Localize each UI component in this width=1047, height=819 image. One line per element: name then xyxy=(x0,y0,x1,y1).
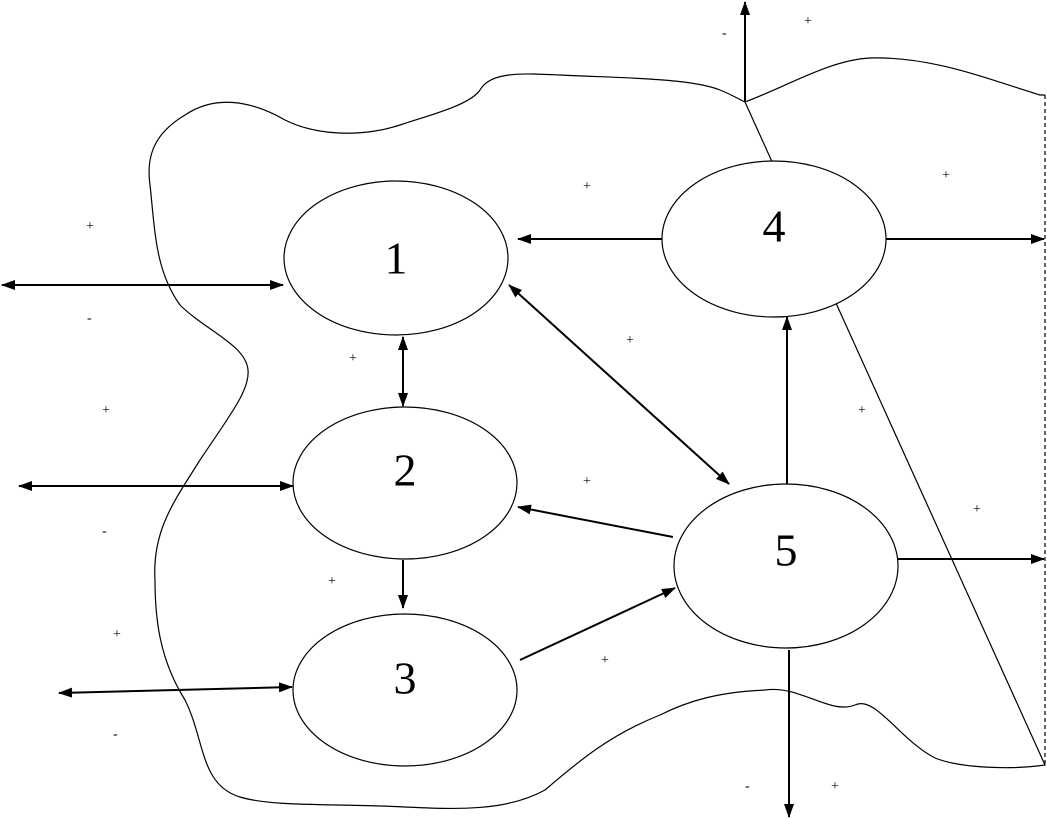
plus-sign: + xyxy=(113,627,121,642)
minus-sign: - xyxy=(87,311,92,326)
system-boundary xyxy=(148,57,1046,810)
plus-sign: + xyxy=(102,403,110,418)
node-4: 4 xyxy=(661,160,887,318)
edge-1-to-5 xyxy=(508,284,730,485)
plus-sign: + xyxy=(328,574,336,589)
node-2-label: 2 xyxy=(394,445,417,496)
plus-sign: + xyxy=(942,168,950,183)
plus-sign: + xyxy=(601,653,609,668)
plus-sign: + xyxy=(626,333,634,348)
edge-outside-left-to-3 xyxy=(58,682,293,698)
node-4-label: 4 xyxy=(763,201,786,252)
minus-sign: - xyxy=(722,26,727,41)
node-5-label: 5 xyxy=(775,525,798,576)
plus-sign: + xyxy=(831,779,839,794)
minus-sign: - xyxy=(102,524,107,539)
minus-sign: - xyxy=(745,779,750,794)
edge-3-to-5 xyxy=(519,587,676,661)
node-3: 3 xyxy=(292,613,518,767)
plus-sign: + xyxy=(349,351,357,366)
node-3-label: 3 xyxy=(394,653,417,704)
edge-5-to-2 xyxy=(517,504,674,538)
plus-sign: + xyxy=(583,474,591,489)
plus-sign: + xyxy=(583,179,591,194)
plus-sign: + xyxy=(973,502,981,517)
node-1-label: 1 xyxy=(385,233,408,284)
plus-sign: + xyxy=(858,403,866,418)
node-5: 5 xyxy=(673,483,899,649)
minus-sign: - xyxy=(113,727,118,742)
plus-sign: + xyxy=(804,14,812,29)
node-1: 1 xyxy=(283,180,509,336)
plus-sign: + xyxy=(86,219,94,234)
node-2: 2 xyxy=(292,406,518,560)
